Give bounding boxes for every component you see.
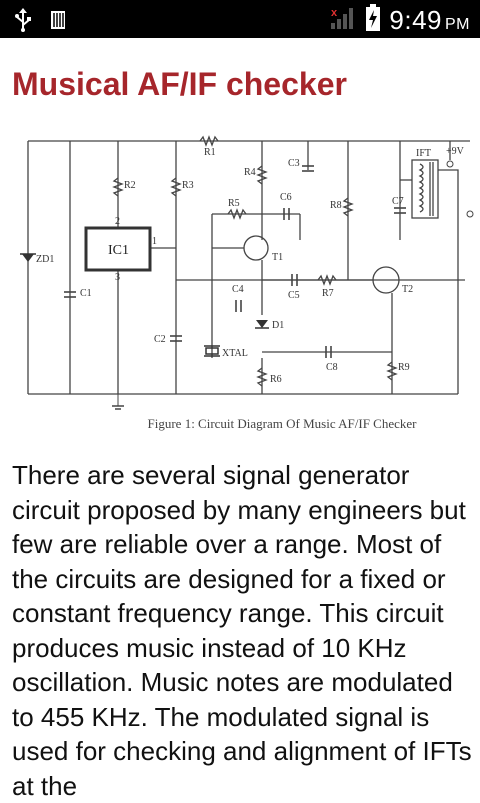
usb-icon	[14, 8, 32, 37]
label-c1: C1	[80, 288, 92, 299]
label-c2: C2	[154, 334, 166, 345]
label-ift: IFT	[416, 148, 431, 159]
label-c5: C5	[288, 290, 300, 301]
label-c3: C3	[288, 158, 300, 169]
label-r7: R7	[322, 288, 334, 299]
label-xtal: XTAL	[222, 348, 248, 359]
svg-text:x: x	[331, 7, 338, 19]
label-r9: R9	[398, 362, 410, 373]
label-pin1: 1	[152, 236, 157, 247]
label-r2: R2	[124, 180, 136, 191]
label-c7: C7	[392, 196, 404, 207]
label-zd1: ZD1	[36, 254, 54, 265]
label-c8: C8	[326, 362, 338, 373]
label-t1: T1	[272, 252, 283, 263]
label-r8: R8	[330, 200, 342, 211]
label-c4: C4	[232, 284, 244, 295]
circuit-diagram: R1 R2 R3 R4 R5 R6 R7 R8 R9 C1 C2 C3 C4 C…	[20, 135, 474, 431]
label-r5: R5	[228, 198, 240, 209]
figure-caption: Figure 1: Circuit Diagram Of Music AF/IF…	[148, 416, 418, 431]
label-vplus: +9V	[446, 146, 465, 157]
page-title: Musical AF/IF checker	[12, 66, 347, 102]
label-pin2: 2	[115, 216, 120, 227]
sd-card-icon	[50, 10, 66, 35]
label-r1: R1	[204, 147, 216, 158]
label-d1: D1	[272, 320, 284, 331]
label-c6: C6	[280, 192, 292, 203]
battery-charging-icon	[365, 4, 381, 37]
label-pin3: 3	[115, 272, 120, 283]
label-r4: R4	[244, 167, 256, 178]
article-body: There are several signal generator circu…	[12, 460, 472, 801]
label-r3: R3	[182, 180, 194, 191]
label-ic1: IC1	[108, 243, 129, 258]
no-signal-icon: x	[329, 5, 357, 36]
label-r6: R6	[270, 374, 282, 385]
label-t2: T2	[402, 284, 413, 295]
